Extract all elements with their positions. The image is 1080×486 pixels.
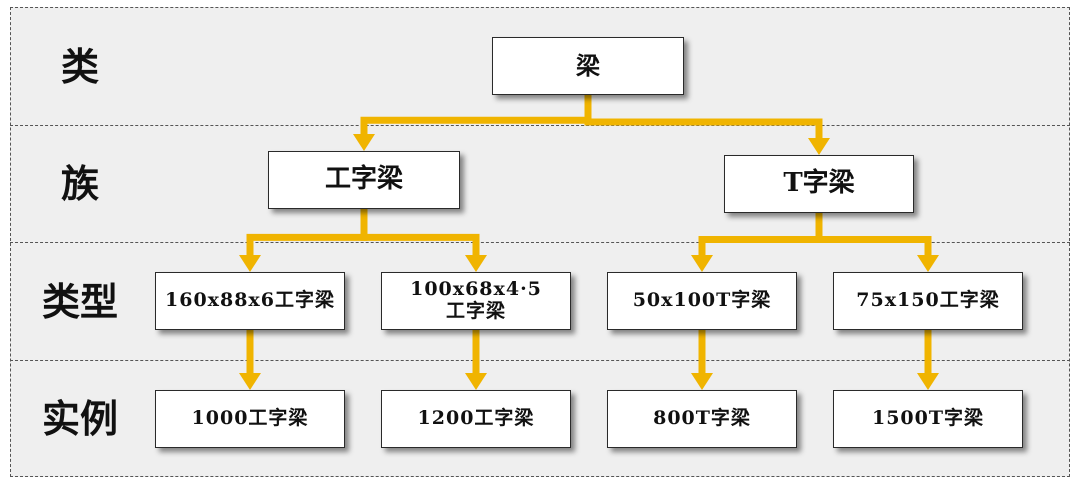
node-family-t-beam: T字梁 [724, 155, 914, 213]
row-label-class: 类 [60, 44, 99, 89]
connector-line [815, 213, 932, 256]
node-type-3-label: 50x100T字梁 [632, 289, 772, 312]
arrowhead [465, 255, 487, 272]
connector-root-family_t [584, 95, 830, 155]
node-instance-3: 800T字梁 [607, 390, 797, 448]
node-type-1-label: 160x88x6工字梁 [165, 289, 335, 312]
node-type-1: 160x88x6工字梁 [155, 272, 345, 330]
arrowhead [239, 255, 261, 272]
node-type-3: 50x100T字梁 [607, 272, 797, 330]
connector-type_1-inst_1 [239, 330, 261, 390]
connector-type_4-inst_4 [917, 330, 939, 390]
connector-root-family_i [353, 95, 592, 151]
row-label-type: 类型 [41, 279, 118, 324]
connector-line [360, 95, 592, 135]
arrowhead [917, 373, 939, 390]
connector-family_i-type_1 [239, 209, 368, 272]
node-family-i-beam-label: 工字梁 [324, 164, 403, 195]
arrowhead [917, 255, 939, 272]
connector-family_t-type_4 [815, 213, 939, 272]
connector-type_3-inst_3 [691, 330, 713, 390]
node-instance-1-label: 1000工字梁 [191, 407, 309, 430]
node-type-2-label: 100x68x4·5 工字梁 [410, 278, 542, 322]
row-label-instance: 实例 [41, 396, 118, 441]
node-instance-4-label: 1500T字梁 [871, 407, 985, 430]
connector-family_i-type_2 [360, 209, 487, 272]
node-instance-2-label: 1200工字梁 [417, 407, 535, 430]
node-family-i-beam: 工字梁 [268, 151, 460, 209]
arrowhead [353, 134, 375, 151]
node-root: 梁 [492, 37, 684, 95]
node-type-2: 100x68x4·5 工字梁 [381, 272, 571, 330]
arrowhead [691, 373, 713, 390]
connector-type_2-inst_2 [465, 330, 487, 390]
arrowhead [239, 373, 261, 390]
connector-line [698, 213, 823, 256]
node-family-t-beam-label: T字梁 [783, 168, 855, 199]
node-instance-2: 1200工字梁 [381, 390, 571, 448]
row-divider-2 [10, 242, 1070, 243]
node-type-4-label: 75x150工字梁 [856, 289, 1000, 312]
node-type-4: 75x150工字梁 [833, 272, 1023, 330]
node-instance-3-label: 800T字梁 [653, 407, 751, 430]
connector-line [360, 209, 480, 256]
node-instance-1: 1000工字梁 [155, 390, 345, 448]
arrowhead [465, 373, 487, 390]
connector-line [246, 209, 368, 256]
connector-family_t-type_3 [691, 213, 823, 272]
arrowhead [691, 255, 713, 272]
row-label-family: 族 [60, 161, 99, 206]
connector-line [584, 95, 823, 139]
arrowhead [808, 138, 830, 155]
row-divider-3 [10, 360, 1070, 361]
node-instance-4: 1500T字梁 [833, 390, 1023, 448]
node-root-label: 梁 [576, 51, 600, 81]
row-divider-1 [10, 125, 1070, 126]
